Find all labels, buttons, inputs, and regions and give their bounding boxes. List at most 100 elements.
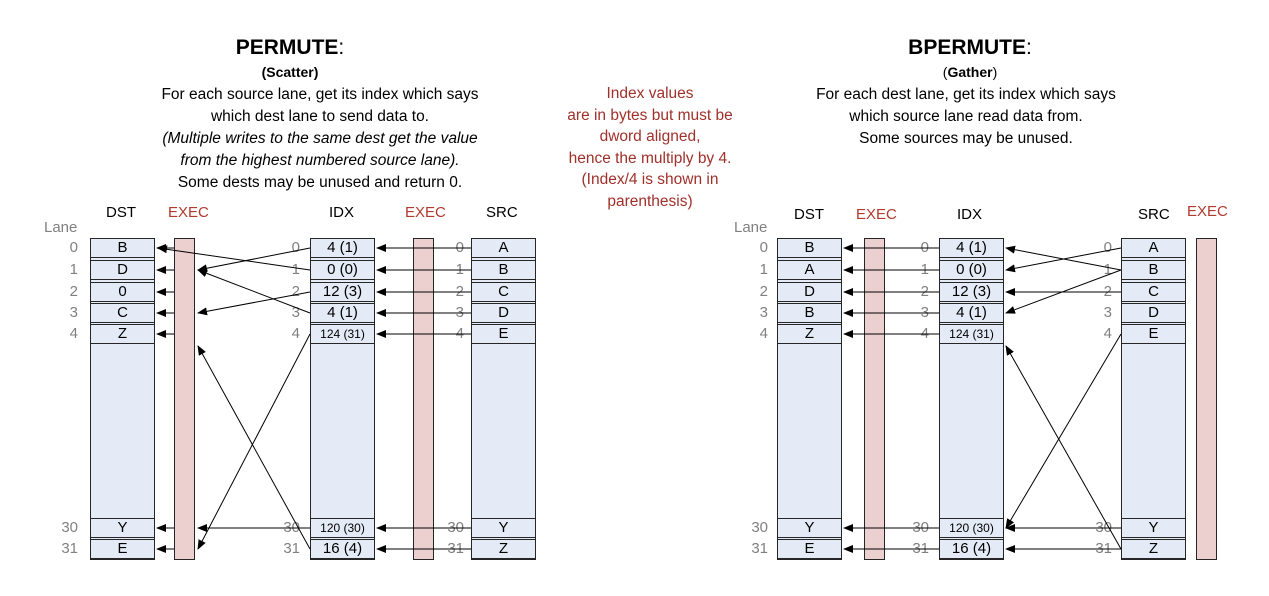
permute-idx-cell: 124 (31) bbox=[310, 324, 375, 344]
permute-src-cell: E bbox=[471, 324, 536, 344]
permute-src-cell: C bbox=[471, 282, 536, 302]
bpermute-dst-cell: B bbox=[777, 238, 842, 258]
permute-idx-cell: 4 (1) bbox=[310, 303, 375, 323]
permute-lane-header: Lane bbox=[44, 219, 78, 236]
permute-dst-cell: C bbox=[90, 303, 155, 323]
note-line: are in bytes but must be bbox=[567, 106, 733, 124]
bpermute-desc-line: which source lane read data from. bbox=[849, 108, 1083, 125]
bpermute-lane-number: 3 bbox=[759, 304, 768, 321]
bpermute-idx-cell: 12 (3) bbox=[939, 282, 1004, 302]
bpermute-idx-header: IDX bbox=[957, 206, 983, 223]
permute-src-cell: Z bbox=[471, 539, 536, 559]
permute-lane-number: 31 bbox=[61, 540, 78, 557]
bpermute-idx-cell: 16 (4) bbox=[939, 539, 1004, 559]
bpermute-gather-arrow bbox=[1005, 333, 1122, 529]
bpermute-subtitle: (Gather) bbox=[920, 64, 1020, 80]
bpermute-src-lane-number: 3 bbox=[1103, 304, 1112, 321]
bpermute-title-colon: : bbox=[1026, 36, 1032, 59]
permute-idx-cell: 0 (0) bbox=[310, 260, 375, 280]
index-note: Index values are in bytes but must be dw… bbox=[540, 83, 760, 212]
permute-desc-line: For each source lane, get its index whic… bbox=[161, 86, 479, 103]
permute-dst-cell: B bbox=[90, 238, 155, 258]
permute-scatter-arrow bbox=[197, 247, 311, 273]
permute-scatter-arrow bbox=[157, 245, 311, 271]
permute-src-cell: B bbox=[471, 260, 536, 280]
permute-dst-header: DST bbox=[106, 204, 136, 221]
bpermute-lane-header: Lane bbox=[734, 219, 768, 236]
permute-idx-header: IDX bbox=[329, 204, 355, 221]
permute-title-colon: : bbox=[338, 36, 345, 59]
bpermute-dst-cell: E bbox=[777, 539, 842, 559]
bpermute-gather-arrow bbox=[1005, 345, 1122, 550]
bpermute-subtitle-open: ( bbox=[942, 64, 948, 80]
bpermute-src-lane-number: 0 bbox=[1103, 239, 1112, 256]
permute-scatter-arrow bbox=[197, 333, 311, 550]
permute-dst-cell: D bbox=[90, 260, 155, 280]
bpermute-title: BPERMUTE: bbox=[890, 36, 1050, 60]
permute-title: PERMUTE: bbox=[220, 36, 360, 60]
permute-scatter-arrow bbox=[197, 345, 311, 550]
permute-title-text: PERMUTE bbox=[235, 36, 339, 59]
bpermute-lane-number: 31 bbox=[751, 540, 768, 557]
note-line: Index values bbox=[606, 85, 694, 102]
permute-idx-lane-number: 31 bbox=[283, 540, 300, 557]
bpermute-src-cell: E bbox=[1121, 324, 1186, 344]
bpermute-src-cell: B bbox=[1121, 260, 1186, 280]
permute-desc-line: from the highest numbered source lane). bbox=[180, 152, 460, 169]
permute-idx-cell: 120 (30) bbox=[310, 518, 375, 538]
permute-exec-src-header: EXEC bbox=[405, 204, 446, 221]
permute-dst-cell: 0 bbox=[90, 282, 155, 302]
bpermute-idx-cell: 124 (31) bbox=[939, 324, 1004, 344]
note-line: parenthesis) bbox=[607, 192, 693, 210]
bpermute-idx-cell: 4 (1) bbox=[939, 303, 1004, 323]
bpermute-src-cell: A bbox=[1121, 238, 1186, 258]
permute-desc-line: (Multiple writes to the same dest get th… bbox=[162, 130, 478, 147]
bpermute-src-cell: D bbox=[1121, 303, 1186, 323]
bpermute-description: For each dest lane, get its index which … bbox=[766, 84, 1166, 150]
note-line: (Index/4 is shown in bbox=[581, 171, 719, 188]
bpermute-src-lane-number: 1 bbox=[1103, 261, 1112, 278]
bpermute-src-cell: Y bbox=[1121, 518, 1186, 538]
permute-idx-lane-number: 1 bbox=[291, 261, 300, 278]
permute-idx-cell: 16 (4) bbox=[310, 539, 375, 559]
note-line: hence the multiply by 4. bbox=[568, 149, 732, 167]
bpermute-idx-cell: 4 (1) bbox=[939, 238, 1004, 258]
permute-lane-number: 4 bbox=[69, 325, 78, 342]
permute-dst-cell: Y bbox=[90, 518, 155, 538]
bpermute-src-header: SRC bbox=[1138, 206, 1170, 223]
permute-lane-number: 1 bbox=[69, 261, 78, 278]
permute-subtitle: (Scatter) bbox=[261, 64, 319, 80]
permute-idx-lane-number: 3 bbox=[291, 304, 300, 321]
bpermute-dst-cell: Y bbox=[777, 518, 842, 538]
bpermute-subtitle-word: Gather bbox=[947, 64, 993, 80]
permute-src-cell: Y bbox=[471, 518, 536, 538]
permute-scatter-arrow bbox=[197, 291, 311, 316]
permute-dst-cell: Z bbox=[90, 324, 155, 344]
permute-idx-cell: 4 (1) bbox=[310, 238, 375, 258]
bpermute-exec-src-bar bbox=[1196, 238, 1217, 560]
bpermute-lane-number: 2 bbox=[759, 283, 768, 300]
bpermute-lane-number: 4 bbox=[759, 325, 768, 342]
bpermute-dst-cell: Z bbox=[777, 324, 842, 344]
permute-desc-line: Some dests may be unused and return 0. bbox=[177, 174, 463, 191]
permute-lane-number: 30 bbox=[61, 519, 78, 536]
bpermute-src-cell: Z bbox=[1121, 539, 1186, 559]
bpermute-idx-cell: 120 (30) bbox=[939, 518, 1004, 538]
bpermute-dst-cell: A bbox=[777, 260, 842, 280]
permute-idx-lane-number: 0 bbox=[291, 239, 300, 256]
bpermute-desc-line: For each dest lane, get its index which … bbox=[816, 86, 1116, 103]
note-line: dword aligned, bbox=[599, 128, 701, 145]
bpermute-dst-cell: D bbox=[777, 282, 842, 302]
permute-scatter-arrow bbox=[197, 269, 311, 314]
permute-src-header: SRC bbox=[486, 204, 518, 221]
permute-exec-src-bar bbox=[413, 238, 434, 560]
bpermute-exec-dst-header: EXEC bbox=[856, 206, 897, 223]
permute-exec-dst-bar bbox=[174, 238, 195, 560]
permute-exec-dst-header: EXEC bbox=[168, 204, 209, 221]
bpermute-src-lane-number: 4 bbox=[1103, 325, 1112, 342]
permute-idx-lane-number: 2 bbox=[291, 283, 300, 300]
bpermute-subtitle-close: ) bbox=[992, 64, 998, 80]
bpermute-dst-cell: B bbox=[777, 303, 842, 323]
permute-dst-cell: E bbox=[90, 539, 155, 559]
